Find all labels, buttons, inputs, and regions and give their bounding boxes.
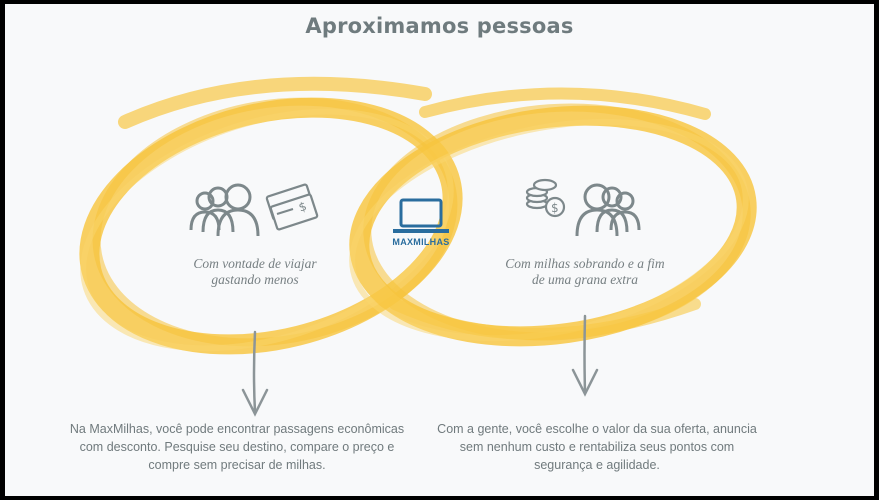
laptop-icon <box>393 198 449 233</box>
coins-dollar-icon: $ <box>525 178 566 218</box>
left-description-line: Na MaxMilhas, você pode encontrar passag… <box>69 422 405 436</box>
svg-text:$: $ <box>551 201 559 215</box>
left-tagline-line: Com vontade de viajar <box>193 256 317 271</box>
brand-label: MAXMILHAS <box>392 237 450 247</box>
people-group-icon <box>575 183 641 237</box>
svg-text:$: $ <box>297 199 309 215</box>
left-tagline: Com vontade de viajar gastando menos <box>165 256 345 288</box>
left-ring <box>79 76 463 355</box>
ticket-dollar-icon: $ <box>265 183 319 231</box>
page-frame: $ $ Aproximamos pessoas MAXMILHAS <box>5 4 874 496</box>
right-description-line: sem nenhum custo e rentabiliza seus pont… <box>459 440 735 454</box>
right-tagline-line: Com milhas sobrando e a fim <box>505 256 665 271</box>
left-description: Na MaxMilhas, você pode encontrar passag… <box>67 420 407 474</box>
people-group-icon <box>189 183 260 237</box>
right-description-line: segurança e agilidade. <box>534 458 660 472</box>
left-description-line: compre sem precisar de milhas. <box>148 458 326 472</box>
right-tagline-line: de uma grana extra <box>531 272 639 287</box>
infinity-rings-art: $ $ <box>79 76 757 417</box>
right-description-line: Com a gente, você escolhe o valor da sua… <box>437 422 757 436</box>
page-title: Aproximamos pessoas <box>305 14 574 38</box>
right-ring <box>349 87 757 347</box>
left-tagline-line: gastando menos <box>211 272 299 287</box>
right-tagline: Com milhas sobrando e a fim de uma grana… <box>485 256 685 288</box>
left-description-line: com desconto. Pesquise seu destino, comp… <box>79 440 395 454</box>
right-description: Com a gente, você escolhe o valor da sua… <box>427 420 767 474</box>
left-arrow <box>241 330 269 417</box>
right-arrow <box>571 314 599 397</box>
